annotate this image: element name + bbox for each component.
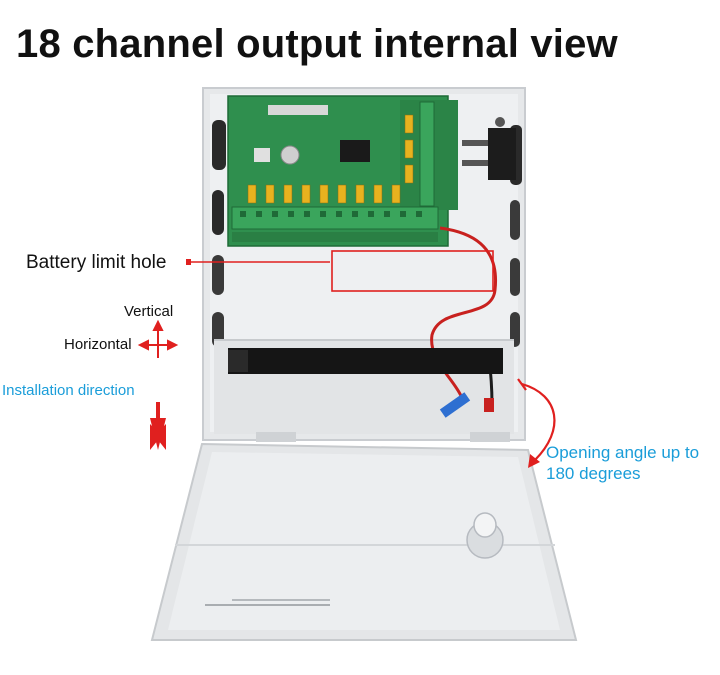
- installation-direction-label: Installation direction: [2, 382, 135, 399]
- hinge: [256, 432, 510, 442]
- opening-angle-line1: Opening angle up to: [546, 443, 700, 462]
- battery-limit-hole-label: Battery limit hole: [26, 252, 167, 273]
- cover-door: [150, 442, 578, 641]
- horizontal-label: Horizontal: [64, 336, 132, 353]
- opening-angle-line2: 180 degrees: [546, 464, 641, 483]
- opening-angle-arrow-icon: [517, 378, 556, 468]
- installation-direction-arrow-icon: [150, 402, 166, 450]
- battery-limit-hole-box: [331, 250, 494, 292]
- page-title: 18 channel output internal view: [16, 22, 618, 66]
- battery-strap: [228, 348, 503, 374]
- opening-angle-label: Opening angle up to 180 degrees: [546, 442, 699, 484]
- orientation-cross-icon: [137, 319, 179, 358]
- power-inlet: [462, 128, 516, 180]
- circuit-board: [227, 95, 458, 247]
- vertical-label: Vertical: [124, 303, 174, 320]
